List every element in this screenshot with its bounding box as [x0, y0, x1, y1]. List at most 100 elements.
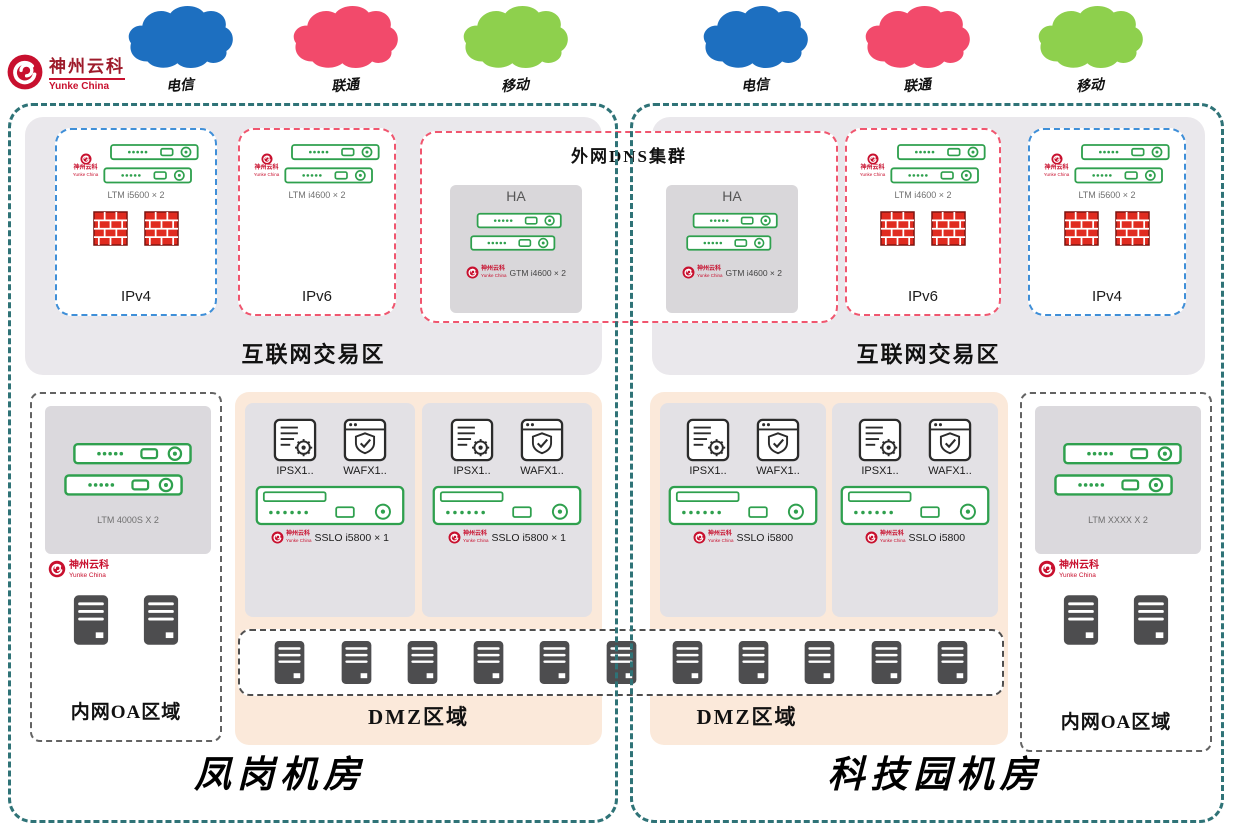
yunke-mini-logo: 神州云科 Yunke China [1038, 560, 1099, 579]
gtm-appliance-icon [684, 206, 780, 260]
gtm-appliance-icon [468, 206, 564, 260]
mini-brand-cn: 神州云科 [69, 560, 109, 571]
security-labels: IPSX1.. WAFX1.. [260, 465, 400, 477]
mini-brand-en: Yunke China [859, 171, 886, 177]
dmz-security-stack: IPSX1.. WAFX1.. 神州云科 Yunke China SSLO i5… [832, 403, 998, 617]
cloud-icon [453, 2, 577, 72]
cloud-label: 联通 [902, 77, 932, 96]
ltm-appliance-icon [61, 435, 195, 507]
security-icons [686, 418, 800, 462]
ltm-appliance-icon [1072, 142, 1172, 188]
oa-zone-label: 内网OA区域 [70, 702, 182, 723]
sslo-appliance-icon [255, 485, 405, 526]
server-icon [737, 639, 770, 686]
waf-label: WAFX1.. [756, 465, 800, 477]
server-icon [273, 639, 306, 686]
waf-icon [756, 418, 800, 462]
yunke-swirl-icon [261, 153, 273, 165]
isp-cloud-telecom-right: 电信 [690, 2, 820, 95]
cloud-icon [1028, 2, 1152, 72]
ltm-device: 神州云科 Yunke China [72, 142, 201, 188]
dmz-security-stack: IPSX1.. WAFX1.. 神州云科 Yunke China SSLO i5… [660, 403, 826, 617]
mini-brand-cn: 神州云科 [1044, 164, 1069, 171]
sslo-device: 神州云科 Yunke China SSLO i5800 × 1 [448, 531, 566, 544]
firewall-icon [880, 211, 915, 246]
device-label: LTM i4600 × 2 [894, 190, 952, 200]
mini-brand-en: Yunke China [1059, 571, 1096, 579]
server-icon [1062, 592, 1100, 648]
yunke-mini-logo: 神州云科 Yunke China [865, 531, 906, 544]
oa-zone-right: LTM XXXX X 2 神州云科 Yunke China 内网OA区域 [1020, 392, 1212, 752]
device-label: LTM XXXX X 2 [1088, 515, 1148, 525]
mini-brand-cn: 神州云科 [73, 164, 98, 171]
yunke-swirl-icon [1038, 560, 1056, 578]
yunke-mini-logo: 神州云科 Yunke China [48, 560, 109, 579]
ip-version-label: IPv6 [907, 288, 938, 305]
oa-zone-label: 内网OA区域 [1060, 712, 1172, 733]
server-icon [538, 639, 571, 686]
security-labels: IPSX1.. WAFX1.. [437, 465, 577, 477]
sslo-appliance-icon [668, 485, 818, 526]
yunke-swirl-icon [448, 531, 461, 544]
waf-icon [928, 418, 972, 462]
ltm-appliance-icon [888, 142, 988, 188]
ips-icon [450, 418, 494, 462]
cloud-icon [118, 2, 242, 72]
cloud-icon [855, 2, 979, 72]
ips-icon [273, 418, 317, 462]
sslo-device: 神州云科 Yunke China SSLO i5800 [865, 531, 965, 544]
mini-brand-en: Yunke China [481, 273, 507, 279]
device-label: LTM 4000S X 2 [97, 515, 159, 525]
security-icons [450, 418, 564, 462]
ipv4-box-right: 神州云科 Yunke China LTM i5600 × 2 IPv4 [1028, 128, 1186, 316]
ips-label: IPSX1.. [453, 465, 491, 477]
mini-brand-en: Yunke China [879, 538, 906, 544]
isp-cloud-mobile-right: 移动 [1025, 2, 1155, 95]
cloud-label: 电信 [740, 77, 770, 96]
server-icon [671, 639, 704, 686]
ltm-device-panel: LTM XXXX X 2 [1035, 406, 1201, 554]
mini-brand-en: Yunke China [1043, 171, 1070, 177]
cloud-label: 移动 [1075, 77, 1105, 96]
dns-ha-node-right: HA 神州云科 Yunke China GTM i4600 × 2 [666, 185, 798, 313]
ltm-device: 神州云科 Yunke China [859, 142, 988, 188]
mini-brand-en: Yunke China [286, 538, 312, 544]
isp-cloud-mobile-left: 移动 [450, 2, 580, 95]
yunke-logo-text: 神州云科 Yunke China [49, 52, 125, 92]
mini-brand-en: Yunke China [253, 171, 280, 177]
cloud-label: 联通 [330, 77, 360, 96]
sslo-appliance-icon [432, 485, 582, 526]
yunke-logo: 神州云科 Yunke China [6, 52, 125, 92]
sslo-label: SSLO i5800 × 1 [491, 531, 566, 544]
firewall-icon [1115, 211, 1150, 246]
ips-icon [686, 418, 730, 462]
yunke-swirl-icon [1051, 153, 1063, 165]
yunke-mini-logo: 神州云科 Yunke China [466, 266, 507, 279]
datacenter-name-left: 凤岗机房 [194, 755, 366, 796]
sslo-device: 神州云科 Yunke China SSLO i5800 × 1 [271, 531, 389, 544]
device-label: LTM i5600 × 2 [1078, 190, 1136, 200]
sslo-appliance-icon [840, 485, 990, 526]
sslo-device: 神州云科 Yunke China SSLO i5800 [693, 531, 793, 544]
ips-label: IPSX1.. [689, 465, 727, 477]
dmz-security-stack: IPSX1.. WAFX1.. 神州云科 Yunke China SSLO i5… [422, 403, 592, 617]
gtm-device: 神州云科 Yunke China GTM i4600 × 2 [466, 266, 566, 279]
mini-brand-cn: 神州云科 [697, 266, 722, 273]
datacenter-name-right: 科技园机房 [827, 755, 1043, 796]
ip-version-label: IPv4 [120, 288, 151, 305]
security-icons [273, 418, 387, 462]
yunke-swirl-icon [466, 266, 479, 279]
ip-version-label: IPv4 [1091, 288, 1122, 305]
sslo-label: SSLO i5800 [908, 531, 966, 544]
server-icon [1132, 592, 1170, 648]
ipv6-box-right: 神州云科 Yunke China LTM i4600 × 2 IPv6 [845, 128, 1001, 316]
device-label: LTM i5600 × 2 [107, 190, 165, 200]
mini-brand-en: Yunke China [72, 171, 99, 177]
oa-zone-left: LTM 4000S X 2 神州云科 Yunke China 内网OA区域 [30, 392, 222, 742]
mini-brand-cn: 神州云科 [1059, 560, 1099, 571]
dns-cluster-title: 外网DNS集群 [570, 147, 687, 166]
firewall-pair [1064, 211, 1150, 246]
yunke-swirl-icon [6, 53, 44, 91]
mini-brand-cn: 神州云科 [254, 164, 279, 171]
yunke-swirl-icon [867, 153, 879, 165]
